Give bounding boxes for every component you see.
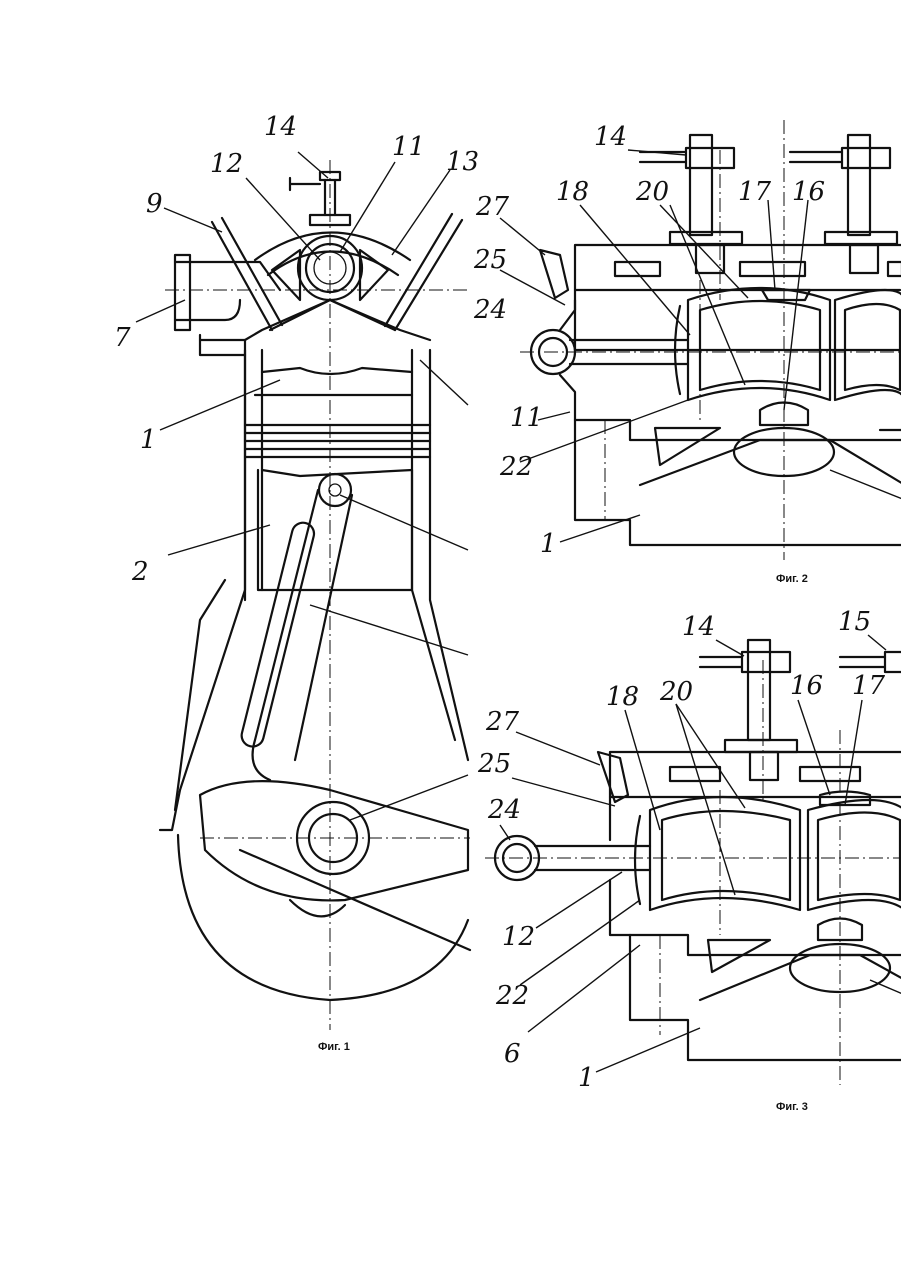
label-fig3-18: 18 xyxy=(606,682,639,712)
label-fig3-6: 6 xyxy=(504,1039,521,1069)
label-fig3-15: 15 xyxy=(838,607,871,637)
label-fig3-16: 16 xyxy=(790,671,823,701)
label-fig3-17: 17 xyxy=(852,671,886,701)
label-fig2-27: 27 xyxy=(475,192,510,222)
label-fig3-14: 14 xyxy=(682,612,715,642)
label-fig3-24: 24 xyxy=(487,795,521,825)
label-fig2-11: 11 xyxy=(510,403,543,433)
label-fig1-14: 14 xyxy=(264,112,297,142)
label-fig2-1: 1 xyxy=(540,529,557,559)
label-fig3-1: 1 xyxy=(578,1063,595,1093)
label-fig2-18: 18 xyxy=(556,177,589,207)
label-fig1-11: 11 xyxy=(392,132,425,162)
label-fig1-12: 12 xyxy=(210,149,243,179)
label-fig2-25: 25 xyxy=(473,245,507,275)
label-fig2-16: 16 xyxy=(792,177,825,207)
label-fig2-17: 17 xyxy=(738,177,772,207)
label-fig2-20: 20 xyxy=(635,177,669,207)
label-fig3-27: 27 xyxy=(485,707,520,737)
label-fig3-20: 20 xyxy=(659,677,693,707)
figure-2-labels: 14 27 18 20 17 16 25 24 11 22 1 Фиг. 2 xyxy=(473,122,825,585)
label-fig2-22: 22 xyxy=(499,452,533,482)
label-fig1-7: 7 xyxy=(114,323,131,353)
caption-fig1: Фиг. 1 xyxy=(318,1041,350,1053)
caption-fig3: Фиг. 3 xyxy=(776,1101,808,1113)
label-fig3-25: 25 xyxy=(477,749,511,779)
label-fig2-14: 14 xyxy=(594,122,627,152)
label-fig1-1: 1 xyxy=(140,425,157,455)
label-fig3-12: 12 xyxy=(502,922,535,952)
label-fig1-9: 9 xyxy=(146,189,163,219)
figure-1-engine-section xyxy=(136,152,470,1030)
label-fig1-13: 13 xyxy=(446,147,479,177)
label-fig3-22: 22 xyxy=(495,981,529,1011)
label-fig1-2: 2 xyxy=(131,557,149,587)
caption-fig2: Фиг. 2 xyxy=(776,573,808,585)
label-fig2-24: 24 xyxy=(473,295,507,325)
